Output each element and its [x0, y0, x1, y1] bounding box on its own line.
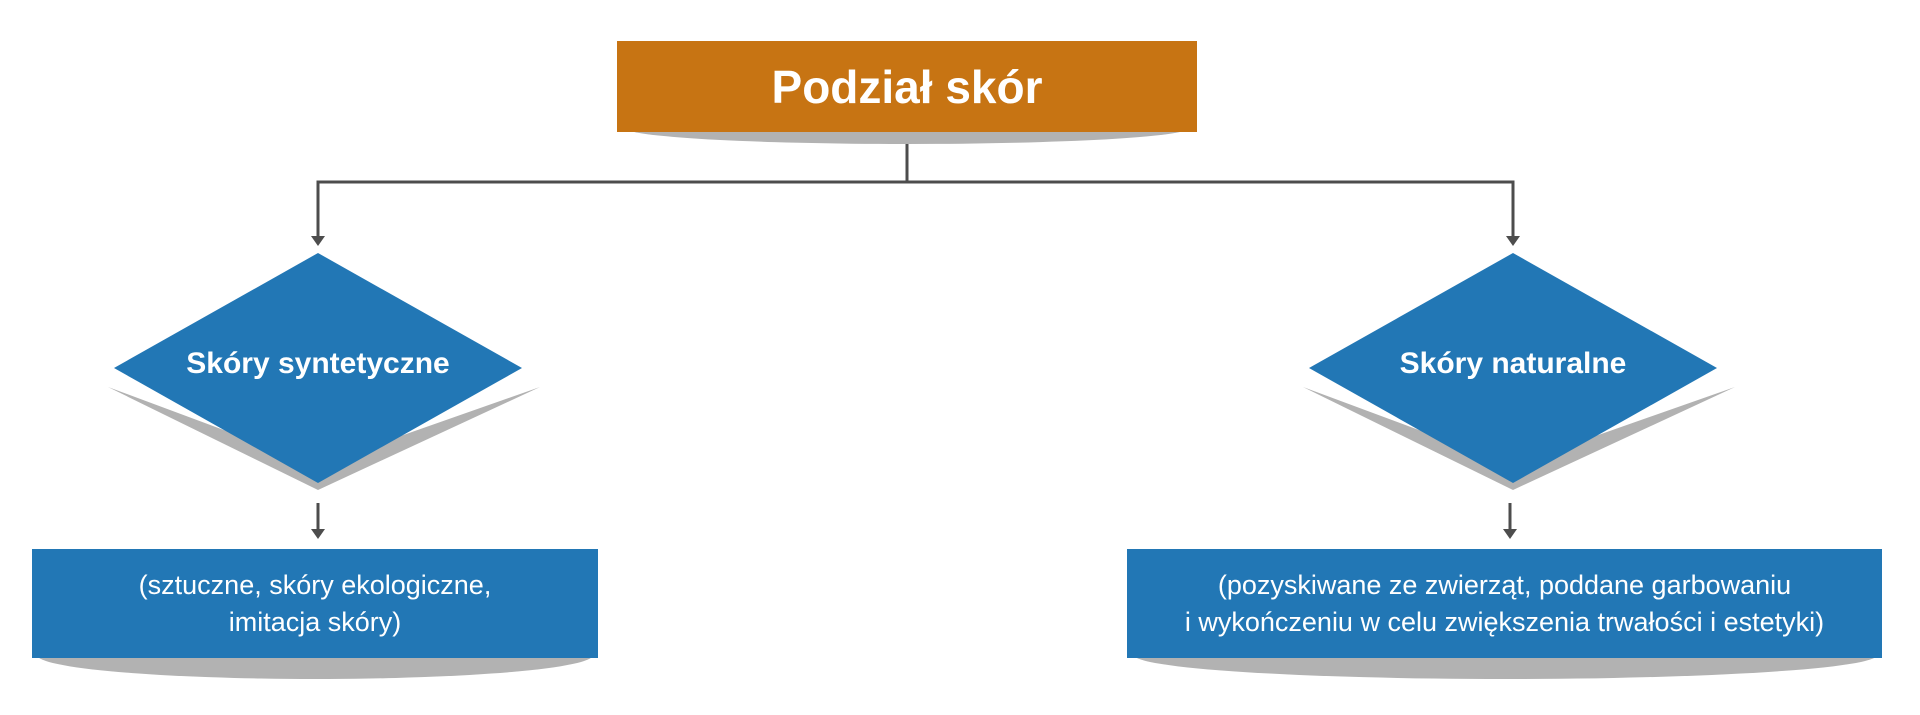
node-label-natural: Skóry naturalne [1399, 347, 1627, 380]
title-text: Podział skór [771, 60, 1043, 113]
description-line: (sztuczne, skóry ekologiczne, [138, 569, 492, 600]
node-label-synthetic: Skóry syntetyczne [186, 347, 450, 380]
title-box: Podział skór [617, 41, 1197, 132]
title-shadow [625, 128, 1189, 144]
arrow-down-icon [311, 236, 325, 246]
description-box-synthetic: (sztuczne, skóry ekologiczne, imitacja s… [32, 549, 598, 658]
branch-line [316, 180, 1515, 240]
arrow-down-icon [1503, 529, 1517, 539]
diamond-natural [1303, 253, 1735, 490]
description-line: i wykończeniu w celu zwiększenia trwałoś… [1184, 606, 1825, 637]
description-line: imitacja skóry) [228, 606, 402, 637]
diamond-synthetic [108, 253, 540, 490]
description-box-natural: (pozyskiwane ze zwierząt, poddane garbow… [1127, 549, 1882, 658]
arrow-down-icon [1506, 236, 1520, 246]
arrow-down-icon [311, 529, 325, 539]
description-line: (pozyskiwane ze zwierząt, poddane garbow… [1217, 569, 1792, 600]
